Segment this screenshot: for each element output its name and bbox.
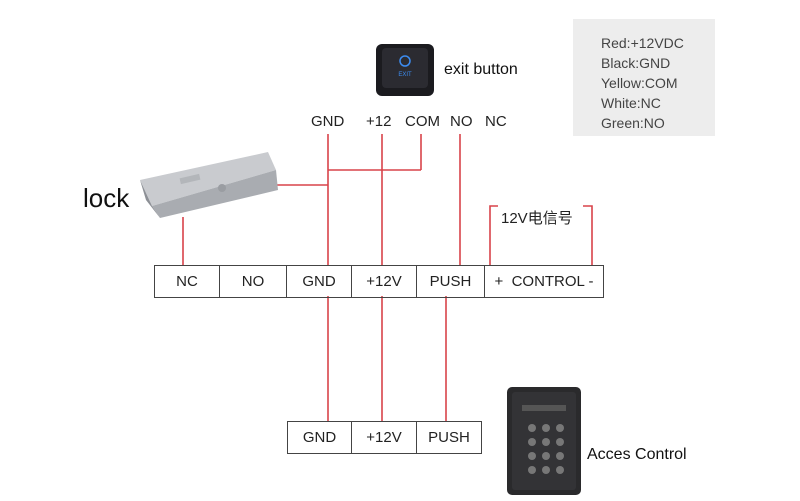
signal-label: 12V电信号 bbox=[501, 210, 573, 227]
terminal-control: + CONTROL - bbox=[494, 273, 594, 290]
lock-label: lock bbox=[83, 183, 130, 213]
exit-button-label: exit button bbox=[444, 61, 518, 78]
terminal-no: NO bbox=[220, 266, 287, 297]
access-control-label: Acces Control bbox=[587, 446, 687, 463]
bottom-terminal-12v: +12V bbox=[352, 422, 417, 453]
bottom-terminal-gnd: GND bbox=[288, 422, 352, 453]
pin-com-label: COM bbox=[405, 113, 440, 130]
wire-color-legend: Red:+12VDC Black:GND Yellow:COM White:NC… bbox=[573, 19, 715, 136]
legend-black: Black:GND bbox=[601, 55, 671, 71]
pin-12-label: +12 bbox=[366, 113, 392, 130]
terminal-12v: +12V bbox=[352, 266, 417, 297]
legend-yellow: Yellow:COM bbox=[601, 75, 678, 91]
bottom-terminal-strip: GND +12V PUSH bbox=[287, 421, 482, 454]
legend-white: White:NC bbox=[601, 95, 661, 111]
terminal-gnd: GND bbox=[287, 266, 352, 297]
lock-image bbox=[140, 152, 278, 218]
terminal-nc: NC bbox=[155, 266, 220, 297]
exit-button-face-text: EXIT bbox=[398, 72, 412, 78]
terminal-push: PUSH bbox=[417, 266, 485, 297]
bottom-terminal-push: PUSH bbox=[428, 429, 470, 446]
legend-red: Red:+12VDC bbox=[601, 35, 684, 51]
wire-signal-minus bbox=[583, 205, 593, 265]
pin-no-label: NO bbox=[450, 113, 473, 130]
pin-gnd-label: GND bbox=[311, 113, 345, 130]
wire-signal-plus bbox=[489, 205, 498, 265]
pin-nc-label: NC bbox=[485, 113, 507, 130]
access-control-image bbox=[507, 387, 581, 495]
legend-green: Green:NO bbox=[601, 115, 665, 131]
main-terminal-strip: NC NO GND +12V PUSH + CONTROL - bbox=[154, 265, 604, 298]
exit-button-image: EXIT bbox=[376, 44, 434, 96]
